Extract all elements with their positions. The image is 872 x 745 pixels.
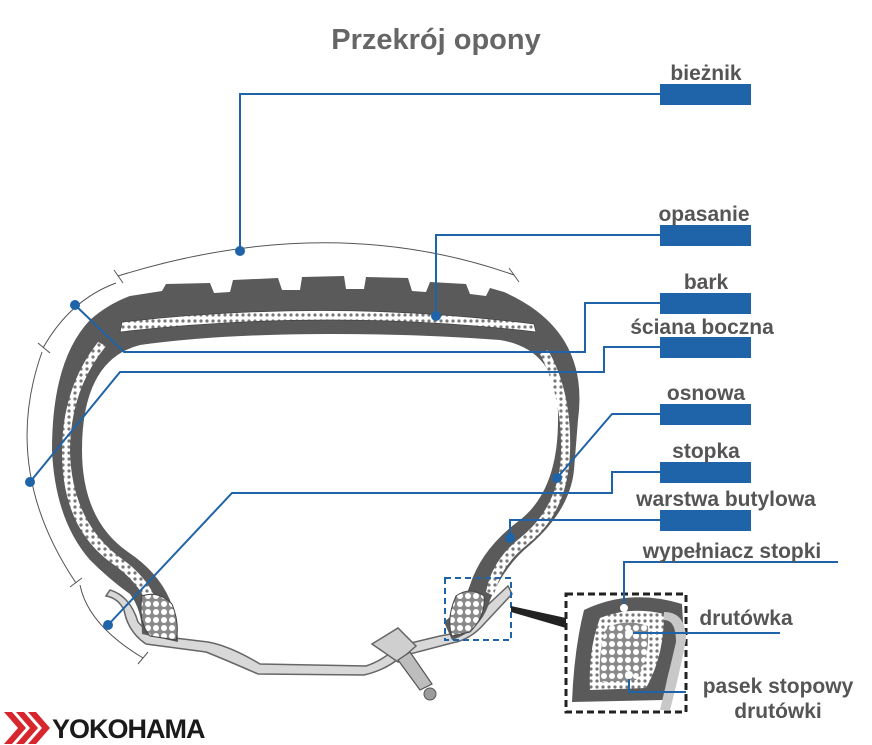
label-inner-liner: warstwa butylowa [635, 488, 816, 511]
tag-inner-liner [660, 510, 751, 531]
tire-body [52, 276, 580, 642]
wheel-rim [104, 584, 513, 701]
yokohama-logo: YOKOHAMA [4, 712, 206, 744]
tag-carcass [660, 404, 751, 425]
tag-belt [660, 225, 751, 246]
bead-left [140, 593, 178, 641]
brand-name: YOKOHAMA [52, 714, 205, 744]
zoom-connector [511, 606, 566, 628]
dimension-lines [26, 242, 520, 665]
label-bead-strip-line1: pasek stopowy [703, 675, 854, 698]
carcass-ply-right [486, 350, 571, 596]
tag-shoulder [660, 293, 751, 314]
label-sidewall: ściana boczna [630, 316, 774, 339]
tag-sidewall [660, 337, 751, 358]
leader-lines [29, 93, 838, 693]
leader-dots [25, 246, 633, 679]
yokohama-stripes-logo [4, 712, 50, 744]
valve-stem [397, 651, 433, 691]
label-belt: opasanie [658, 203, 749, 226]
label-bead-filler: wypełniacz stopki [642, 540, 822, 563]
tag-tread [660, 84, 751, 105]
label-tags [660, 84, 751, 531]
label-bead: stopka [672, 440, 740, 463]
zoom-region-box [444, 577, 512, 641]
bead-right [449, 590, 485, 637]
label-carcass: osnowa [667, 382, 745, 405]
carcass-ply-left [62, 342, 158, 610]
label-tread: bieżnik [670, 62, 742, 85]
label-shoulder: bark [684, 271, 729, 294]
label-bead-strip-line2: drutówki [734, 700, 822, 723]
label-bead-wire: drutówka [699, 607, 793, 630]
diagram-title: Przekrój opony [331, 24, 541, 56]
valve-base [370, 627, 418, 663]
tag-bead [660, 462, 751, 483]
valve-cap [423, 687, 437, 701]
bead-detail-inset [564, 592, 688, 714]
